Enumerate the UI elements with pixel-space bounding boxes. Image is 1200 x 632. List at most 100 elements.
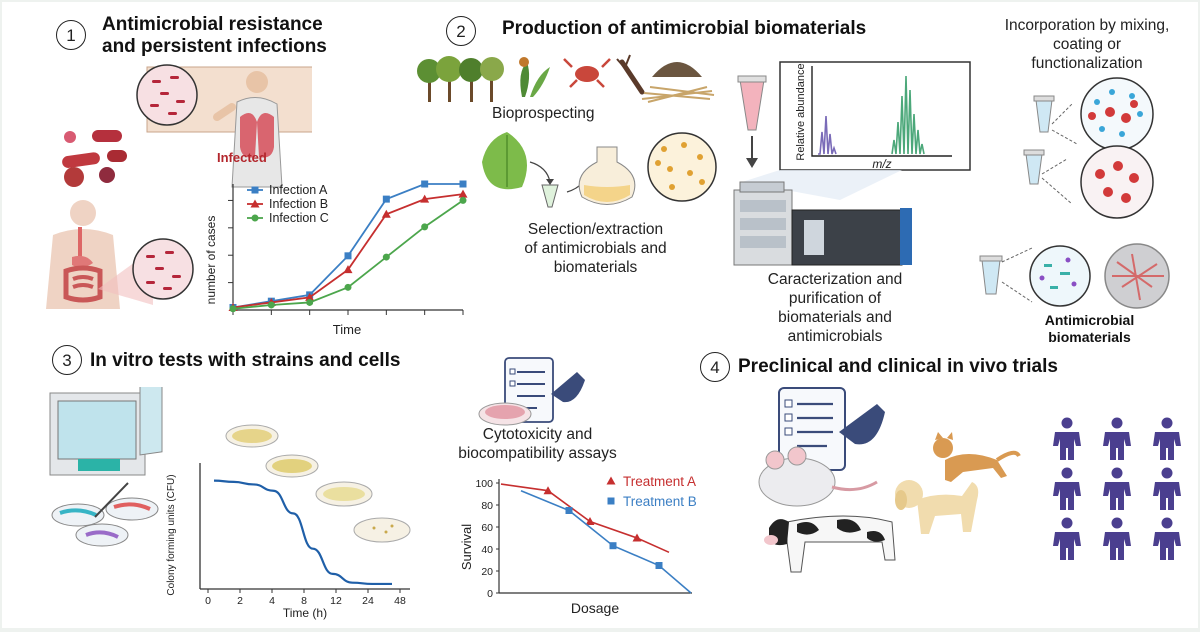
data-point (305, 292, 315, 301)
patient-head (246, 71, 268, 93)
spectrum-box (779, 61, 971, 171)
y-tick-label: 60 (481, 522, 493, 534)
survival-chart-lines (500, 483, 692, 594)
person-head (1111, 467, 1123, 479)
person-icon (1153, 417, 1181, 460)
cfu-chart-lines (213, 479, 392, 586)
x-tick-label: 12 (330, 595, 342, 607)
tree-icons (417, 56, 504, 102)
y-tick-label: 0 (487, 588, 493, 600)
data-point (251, 186, 259, 194)
person-head (1161, 467, 1173, 479)
data-point (458, 189, 468, 198)
mass-spec-illustration: Relative abundance m/z (733, 61, 971, 266)
incorporation-label-line2: coating or (1052, 36, 1122, 53)
data-point (421, 180, 429, 188)
characterization-label-line1: Caracterization and (767, 271, 903, 288)
spectrum-xlabel: m/z (872, 157, 891, 171)
data-point (382, 253, 390, 261)
petri-dish-icon (225, 424, 279, 448)
data-point (251, 214, 259, 222)
infection-chart-lines (228, 180, 468, 313)
dog-icon (895, 480, 979, 534)
y-tick-label: 80 (481, 500, 493, 512)
data-point (306, 298, 314, 306)
characterization-label-line4: antimicrobials (787, 328, 883, 345)
survival-chart-ylabel: Survival (459, 524, 474, 570)
data-point (344, 283, 352, 291)
person-icon (1153, 517, 1181, 560)
infection-chart-axes (228, 184, 464, 315)
antimicrobial-label-line1: Antimicrobial (1044, 312, 1135, 328)
data-point (655, 562, 663, 569)
person-head (1161, 417, 1173, 429)
cytotoxicity-illustration (478, 357, 585, 426)
section-3-title: In vitro tests with strains and cells (90, 350, 401, 371)
x-tick-label: 0 (205, 595, 211, 607)
person-body (1053, 432, 1081, 460)
selection-label-line3: biomaterials (553, 259, 638, 276)
patient-group-icons (1053, 417, 1181, 560)
petri-dish-illustration (225, 424, 411, 543)
data-point (606, 476, 616, 485)
data-point (381, 209, 391, 218)
person-head (1061, 467, 1073, 479)
petri-dish-icon (353, 517, 411, 543)
data-point (382, 195, 390, 203)
data-point (543, 486, 553, 495)
section-1-title-line2: and persistent infections (102, 36, 327, 57)
bioprospecting-label: Bioprospecting (492, 105, 595, 122)
coating-magnifier (1080, 145, 1154, 219)
person-icon (1103, 467, 1131, 510)
legend-label: Infection C (269, 211, 329, 225)
section-4-number: 4 (700, 352, 730, 382)
section-1-number: 1 (56, 20, 86, 50)
x-tick-label: 2 (237, 595, 243, 607)
incorporation-label-line3: functionalization (1031, 55, 1143, 72)
section-1-title-line1: Antimicrobial resistance (102, 14, 323, 35)
selection-label-line2: of antimicrobials and (524, 240, 667, 257)
section-4-title: Preclinical and clinical in vivo trials (738, 356, 1058, 377)
x-tick-label: 8 (301, 595, 307, 607)
bioprospecting-illustration (417, 54, 715, 103)
microbe-icons (62, 130, 127, 187)
infected-label: Infected (217, 150, 267, 165)
cow-icon (764, 515, 896, 573)
infection-chart-ylabel: number of cases (204, 216, 218, 305)
mass-spectrometer-icon (733, 181, 912, 266)
cfu-curve (213, 479, 392, 586)
data-point (344, 252, 352, 260)
person-icon (1053, 517, 1081, 560)
x-tick-label: 24 (362, 595, 374, 607)
person-head (1111, 417, 1123, 429)
person-icon (1153, 467, 1181, 510)
data-point (565, 507, 573, 514)
digestive-illustration (46, 200, 194, 309)
legend-label: Infection A (269, 183, 328, 197)
data-point (421, 223, 429, 231)
cytotoxicity-label-line2: biocompatibility assays (458, 445, 617, 462)
person-head (1061, 517, 1073, 529)
person-icon (1103, 417, 1131, 460)
person-icon (1053, 417, 1081, 460)
data-point (459, 180, 467, 188)
person-head (1061, 417, 1073, 429)
section-2-title: Production of antimicrobial biomaterials (502, 18, 867, 39)
tube-icon (541, 184, 559, 208)
section-2-number: 2 (446, 16, 476, 46)
cat-icon (933, 432, 1021, 482)
person-body (1153, 532, 1181, 560)
crab-icon (563, 58, 611, 88)
lobster-icon (616, 54, 645, 95)
person-body (1103, 482, 1131, 510)
extraction-illustration (482, 132, 717, 208)
person-body (1053, 532, 1081, 560)
y-tick-label: 100 (475, 478, 493, 490)
survival-chart-xlabel: Dosage (571, 600, 619, 616)
person-icon (1103, 517, 1131, 560)
